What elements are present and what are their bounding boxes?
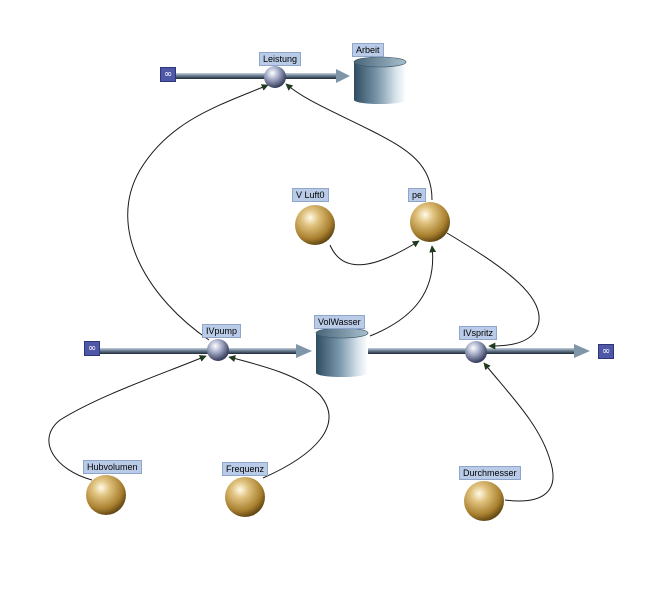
flow-arrowhead-ivpump — [296, 344, 312, 358]
constant-frequenz[interactable] — [225, 477, 265, 517]
link-pe-to-ivspritz[interactable] — [446, 232, 540, 350]
label-volwasser[interactable]: VolWasser — [314, 315, 365, 329]
converter-pe[interactable] — [410, 202, 450, 242]
flow-arrowhead-leistung — [336, 69, 350, 83]
valve-leistung[interactable] — [264, 66, 286, 88]
flow-pipe-ivpump[interactable] — [100, 348, 300, 354]
constant-hubvolumen[interactable] — [86, 475, 126, 515]
valve-ivpump[interactable] — [207, 339, 229, 361]
label-ivspritz[interactable]: IVspritz — [459, 326, 498, 340]
infinity-source-leistung[interactable]: ∞ — [160, 67, 176, 82]
label-pe[interactable]: pe — [408, 188, 427, 202]
link-frequenz-to-ivpump[interactable] — [228, 355, 330, 479]
flow-pipe-leistung[interactable] — [176, 73, 336, 79]
link-vluft0-to-pe[interactable] — [329, 240, 420, 266]
label-durchmesser[interactable]: Durchmesser — [459, 466, 521, 480]
label-vluft0[interactable]: V Luft0 — [292, 188, 329, 202]
label-ivpump[interactable]: IVpump — [202, 324, 242, 338]
link-hubvolumen-to-ivpump[interactable] — [48, 355, 207, 481]
label-hubvolumen[interactable]: Hubvolumen — [83, 460, 142, 474]
link-ivpump-to-leistung[interactable] — [127, 84, 269, 341]
stock-volwasser[interactable] — [315, 327, 369, 377]
link-durchmesser-to-ivspritz[interactable] — [483, 362, 554, 502]
link-pe-to-leistung[interactable] — [285, 83, 433, 201]
link-volwasser-to-pe[interactable] — [369, 245, 437, 337]
stock-arbeit[interactable] — [353, 56, 407, 104]
label-arbeit[interactable]: Arbeit — [352, 43, 384, 57]
label-leistung[interactable]: Leistung — [259, 52, 302, 66]
constant-vluft0[interactable] — [295, 205, 335, 245]
valve-ivspritz[interactable] — [465, 341, 487, 363]
constant-durchmesser[interactable] — [464, 481, 504, 521]
infinity-sink-ivspritz[interactable]: ∞ — [598, 344, 614, 359]
flow-arrowhead-ivspritz — [574, 344, 590, 358]
infinity-source-ivpump[interactable]: ∞ — [84, 341, 100, 356]
label-frequenz[interactable]: Frequenz — [222, 462, 269, 476]
links — [48, 83, 554, 502]
